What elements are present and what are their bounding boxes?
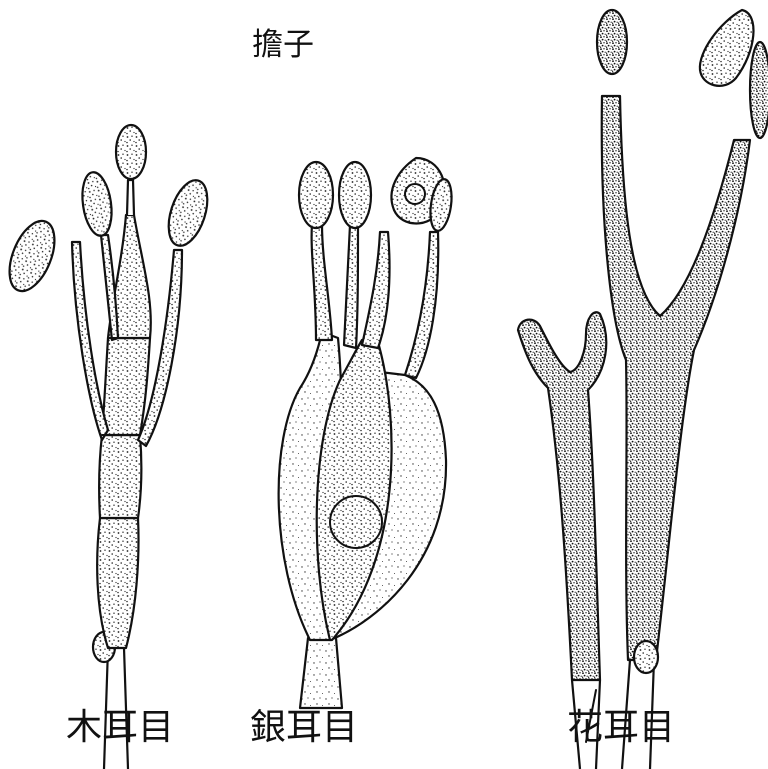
treme-stalk xyxy=(300,638,342,708)
dacry-spore-2 xyxy=(700,10,754,86)
treme-spore-1 xyxy=(299,162,333,228)
treme-spore-2 xyxy=(339,162,371,228)
dacrymycetales-basidia xyxy=(518,10,768,769)
treme-epi-1 xyxy=(312,225,332,340)
dacry-basidium-small xyxy=(518,312,606,680)
label-tremellales: 銀耳目 xyxy=(250,710,358,746)
auric-sterigma-center xyxy=(127,180,134,215)
treme-epi-4 xyxy=(405,232,438,378)
dacry-clamp xyxy=(634,641,658,673)
label-auriculariales: 木耳目 xyxy=(66,710,174,746)
label-spore: 擔子 xyxy=(252,30,314,61)
dacry-spore-1 xyxy=(597,10,627,74)
treme-epi-2 xyxy=(344,225,358,348)
auric-spore-center xyxy=(116,125,146,179)
auriculariales-basidium xyxy=(1,125,215,769)
loose-spore-left xyxy=(1,215,64,298)
dacry-spore-3 xyxy=(750,42,768,138)
auric-spore-right xyxy=(161,175,214,250)
label-dacrymycetales: 花耳目 xyxy=(567,710,675,746)
tremellales-basidium xyxy=(279,158,455,708)
auric-cell-4 xyxy=(97,518,138,648)
auric-spore-leftmid xyxy=(79,170,116,237)
auric-cell-2 xyxy=(102,338,150,435)
auric-tube-left xyxy=(72,242,108,440)
dacry-basidium-large xyxy=(602,96,750,660)
treme-epi-3 xyxy=(362,232,390,348)
auric-cell-3 xyxy=(99,435,141,518)
